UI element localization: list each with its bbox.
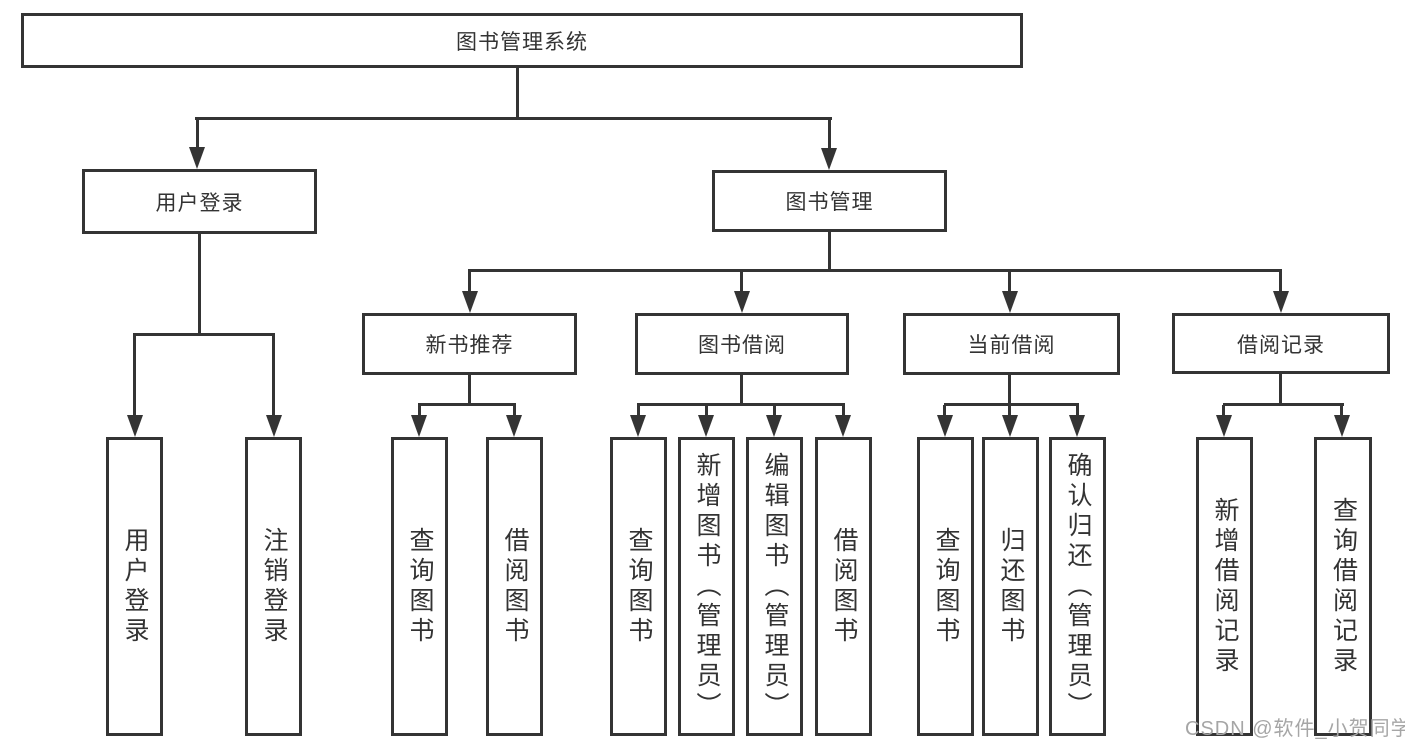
connector-records-spine <box>1279 374 1282 405</box>
leaf-label: 注销登录 <box>260 526 288 647</box>
connector-drop-leaf <box>637 405 640 417</box>
connector-drop-book-management <box>828 119 831 149</box>
leaf-return-books: 归还图书 <box>982 437 1039 736</box>
node-borrow-records: 借阅记录 <box>1172 313 1390 374</box>
connector-drop-leaf <box>773 405 776 417</box>
connector-level3-hline <box>468 269 1282 272</box>
arrowhead-leaf-icon <box>698 415 714 437</box>
leaf-edit-books-admin: 编辑图书（管理员） <box>746 437 803 736</box>
leaf-label: 归还图书 <box>997 526 1025 647</box>
connector-drop-leaf <box>1222 405 1225 417</box>
connector-drop-new-book-recommend <box>468 271 471 293</box>
arrowhead-leaf-icon <box>1069 415 1085 437</box>
connector-borrow-hline <box>637 403 845 406</box>
connector-current-spine <box>1008 374 1011 405</box>
leaf-query-borrow-record: 查询借阅记录 <box>1314 437 1372 736</box>
leaf-logout: 注销登录 <box>245 437 302 736</box>
leaf-label: 查询图书 <box>406 526 434 647</box>
connector-drop-leaf <box>513 405 516 417</box>
leaf-label: 新增借阅记录 <box>1211 496 1239 677</box>
connector-drop-leaf <box>1340 405 1343 417</box>
arrowhead-leaf-icon <box>506 415 522 437</box>
arrowhead-current-borrow-icon <box>1002 291 1018 313</box>
arrowhead-user-login-icon <box>189 147 205 169</box>
node-new-book-recommend: 新书推荐 <box>362 313 577 375</box>
arrowhead-leaf-icon <box>937 415 953 437</box>
leaf-label: 查询图书 <box>625 526 653 647</box>
connector-user-login-spine <box>198 233 201 335</box>
connector-level2-hline <box>195 117 832 120</box>
leaf-confirm-return-admin: 确认归还（管理员） <box>1049 437 1106 736</box>
connector-recommend-spine <box>468 374 471 405</box>
arrowhead-leaf-user-login-icon <box>127 415 143 437</box>
leaf-label: 新增图书（管理员） <box>693 451 721 722</box>
connector-current-hline <box>944 403 1079 406</box>
connector-drop-leaf <box>705 405 708 417</box>
leaf-label: 用户登录 <box>121 526 149 647</box>
connector-drop-leaf <box>943 405 946 417</box>
arrowhead-leaf-icon <box>411 415 427 437</box>
leaf-query-books-recommend: 查询图书 <box>391 437 448 736</box>
connector-recommend-hline <box>418 403 516 406</box>
leaf-label: 查询借阅记录 <box>1329 496 1358 677</box>
connector-drop-leaf-user-login <box>133 335 136 415</box>
leaf-label: 确认归还（管理员） <box>1064 451 1092 722</box>
arrowhead-book-borrow-icon <box>734 291 750 313</box>
connector-user-login-hline <box>133 333 275 336</box>
connector-records-hline <box>1223 403 1344 406</box>
connector-root-spine <box>516 65 519 119</box>
watermark: CSDN @软件_小贺同学 <box>1185 718 1405 740</box>
connector-drop-borrow-records <box>1279 271 1282 293</box>
connector-drop-user-login <box>196 119 199 149</box>
arrowhead-leaf-logout-icon <box>266 415 282 437</box>
leaf-label: 借阅图书 <box>501 526 529 647</box>
node-user-login: 用户登录 <box>82 169 317 234</box>
arrowhead-leaf-icon <box>630 415 646 437</box>
connector-drop-current-borrow <box>1008 271 1011 293</box>
connector-drop-leaf-logout <box>272 335 275 415</box>
connector-drop-leaf <box>842 405 845 417</box>
connector-borrow-spine <box>740 374 743 405</box>
arrowhead-leaf-icon <box>766 415 782 437</box>
arrowhead-borrow-records-icon <box>1273 291 1289 313</box>
leaf-query-books-borrow: 查询图书 <box>610 437 667 736</box>
arrowhead-new-book-recommend-icon <box>462 291 478 313</box>
arrowhead-leaf-icon <box>1002 415 1018 437</box>
arrowhead-leaf-icon <box>1334 415 1350 437</box>
connector-drop-leaf <box>1008 405 1011 417</box>
leaf-add-borrow-record: 新增借阅记录 <box>1196 437 1253 736</box>
arrowhead-leaf-icon <box>835 415 851 437</box>
leaf-user-login: 用户登录 <box>106 437 163 736</box>
leaf-query-books-current: 查询图书 <box>917 437 974 736</box>
leaf-add-books-admin: 新增图书（管理员） <box>678 437 735 736</box>
leaf-label: 借阅图书 <box>830 526 858 647</box>
connector-drop-leaf <box>1076 405 1079 417</box>
node-root: 图书管理系统 <box>21 13 1023 68</box>
connector-drop-leaf <box>418 405 421 417</box>
leaf-label: 查询图书 <box>932 526 960 647</box>
connector-book-management-spine <box>828 230 831 271</box>
node-book-borrow: 图书借阅 <box>635 313 849 375</box>
node-book-management: 图书管理 <box>712 170 947 232</box>
node-current-borrow: 当前借阅 <box>903 313 1120 375</box>
leaf-borrow-books-recommend: 借阅图书 <box>486 437 543 736</box>
arrowhead-book-management-icon <box>821 148 837 170</box>
leaf-borrow-books: 借阅图书 <box>815 437 872 736</box>
arrowhead-leaf-icon <box>1216 415 1232 437</box>
connector-drop-book-borrow <box>740 271 743 293</box>
leaf-label: 编辑图书（管理员） <box>761 451 789 722</box>
